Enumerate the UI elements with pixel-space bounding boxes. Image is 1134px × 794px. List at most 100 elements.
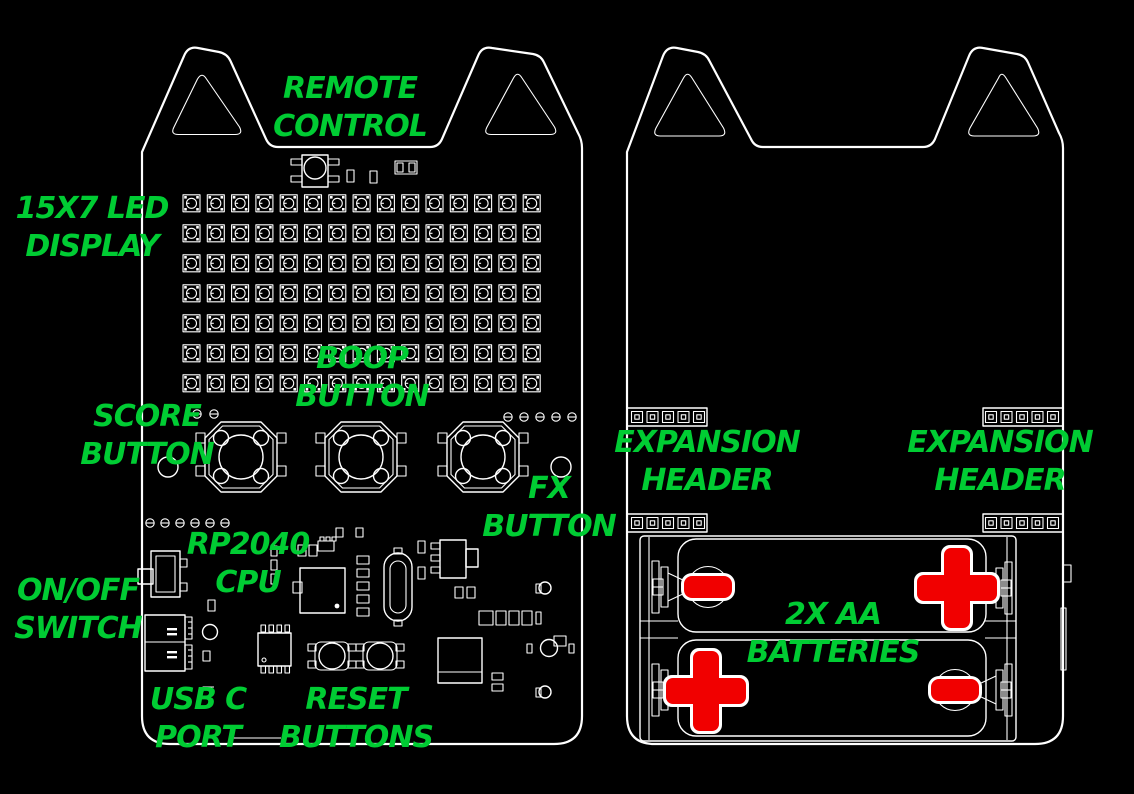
label-batteries: 2X AA BATTERIES xyxy=(747,596,921,672)
led-cell xyxy=(498,344,517,363)
led-cell xyxy=(328,284,347,303)
label-line: EXPANSION xyxy=(907,425,1094,460)
header-pad xyxy=(692,410,706,424)
led-cell xyxy=(522,194,541,213)
header-pad xyxy=(661,516,675,530)
expansion-header-block xyxy=(626,407,1064,533)
boop-tact-button xyxy=(315,421,407,493)
led-cell xyxy=(231,284,250,303)
header-pad xyxy=(984,516,998,530)
header-pad xyxy=(1031,516,1044,530)
led-cell xyxy=(303,284,323,303)
mount-hole-left xyxy=(157,456,179,478)
label-line: REMOTE xyxy=(283,71,418,106)
led-cell xyxy=(279,284,298,303)
led-cell xyxy=(352,314,371,333)
led-cell xyxy=(231,194,250,213)
led-cell xyxy=(401,224,420,243)
led-cell xyxy=(352,224,371,243)
led-cell xyxy=(328,224,347,243)
led-cell xyxy=(206,314,225,333)
led-cell xyxy=(522,374,541,393)
led-cell xyxy=(498,254,517,273)
header-pad xyxy=(630,410,644,424)
label-fx-button: FX BUTTON xyxy=(482,470,616,546)
left-ear-cutout xyxy=(654,73,726,137)
led-cell xyxy=(401,284,420,303)
led-cell xyxy=(303,254,323,273)
reset-button-1 xyxy=(307,641,357,671)
led-cell xyxy=(498,314,517,333)
led-cell xyxy=(206,374,225,393)
front-board-outline xyxy=(140,46,584,746)
back-board-outline xyxy=(625,46,1065,746)
led-cell xyxy=(231,254,250,273)
header-pad xyxy=(984,410,998,424)
led-cell xyxy=(425,224,444,243)
led-cell xyxy=(449,314,468,333)
led-cell xyxy=(206,344,225,363)
label-onoff-switch: ON/OFF SWITCH xyxy=(14,572,142,648)
rp2040-chip xyxy=(299,567,346,614)
led-cell xyxy=(328,254,347,273)
led-cell xyxy=(522,284,541,303)
led-cell xyxy=(352,254,371,273)
led-cell xyxy=(449,374,468,393)
led-cell xyxy=(401,194,420,213)
led-cell xyxy=(449,344,468,363)
led-cell xyxy=(182,224,201,243)
label-line: BUTTON xyxy=(295,379,429,414)
header-pad xyxy=(692,516,706,530)
led-cell xyxy=(449,224,468,243)
led-cell xyxy=(255,314,274,333)
header-pad xyxy=(646,516,659,530)
battery-plus-icon xyxy=(914,545,1000,631)
header-pad xyxy=(1015,516,1029,530)
led-cell xyxy=(449,254,468,273)
header-pad xyxy=(646,410,659,424)
led-cell xyxy=(328,194,347,213)
led-cell xyxy=(425,254,444,273)
led-cell xyxy=(474,224,493,243)
label-led-display: 15X7 LED DISPLAY xyxy=(15,190,170,266)
led-cell xyxy=(279,314,298,333)
flash-chip xyxy=(257,624,292,674)
label-usb-c-port: USB C PORT xyxy=(150,681,247,757)
ir-receiver xyxy=(290,154,418,188)
label-line: HEADER xyxy=(641,463,773,498)
slide-switch xyxy=(137,550,188,598)
led-cell xyxy=(182,284,201,303)
usb-leader-mark xyxy=(202,686,214,692)
header-pad xyxy=(1031,410,1044,424)
label-line: SWITCH xyxy=(14,611,142,646)
expansion-header-pads xyxy=(630,516,706,530)
label-expansion-header-left: EXPANSION HEADER xyxy=(614,424,801,500)
led-cell xyxy=(401,314,420,333)
led-cell xyxy=(231,314,250,333)
header-pad xyxy=(677,410,690,424)
label-line: RP2040 xyxy=(186,527,311,562)
voltage-regulator xyxy=(430,539,479,579)
switch-side-profile xyxy=(1062,564,1072,583)
label-line: BUTTONS xyxy=(278,720,434,755)
right-ear-cutout xyxy=(968,73,1040,137)
crystal xyxy=(383,547,413,627)
led-cell xyxy=(231,374,250,393)
led-cell xyxy=(279,224,298,243)
indicator-leds xyxy=(535,581,552,699)
led-cell xyxy=(425,194,444,213)
label-line: RESET xyxy=(305,682,407,717)
left-ear-cutout xyxy=(172,74,242,136)
led-cell xyxy=(474,254,493,273)
label-remote-control: REMOTE CONTROL xyxy=(273,70,428,146)
label-line: CPU xyxy=(215,565,281,600)
label-line: BOOP xyxy=(316,341,409,376)
led-cell xyxy=(206,254,225,273)
led-cell xyxy=(255,254,274,273)
battery-plus-icon xyxy=(663,648,749,734)
led-cell xyxy=(279,194,298,213)
label-line: 15X7 LED xyxy=(15,191,170,226)
label-expansion-header-right: EXPANSION HEADER xyxy=(907,424,1094,500)
led-cell xyxy=(255,194,274,213)
